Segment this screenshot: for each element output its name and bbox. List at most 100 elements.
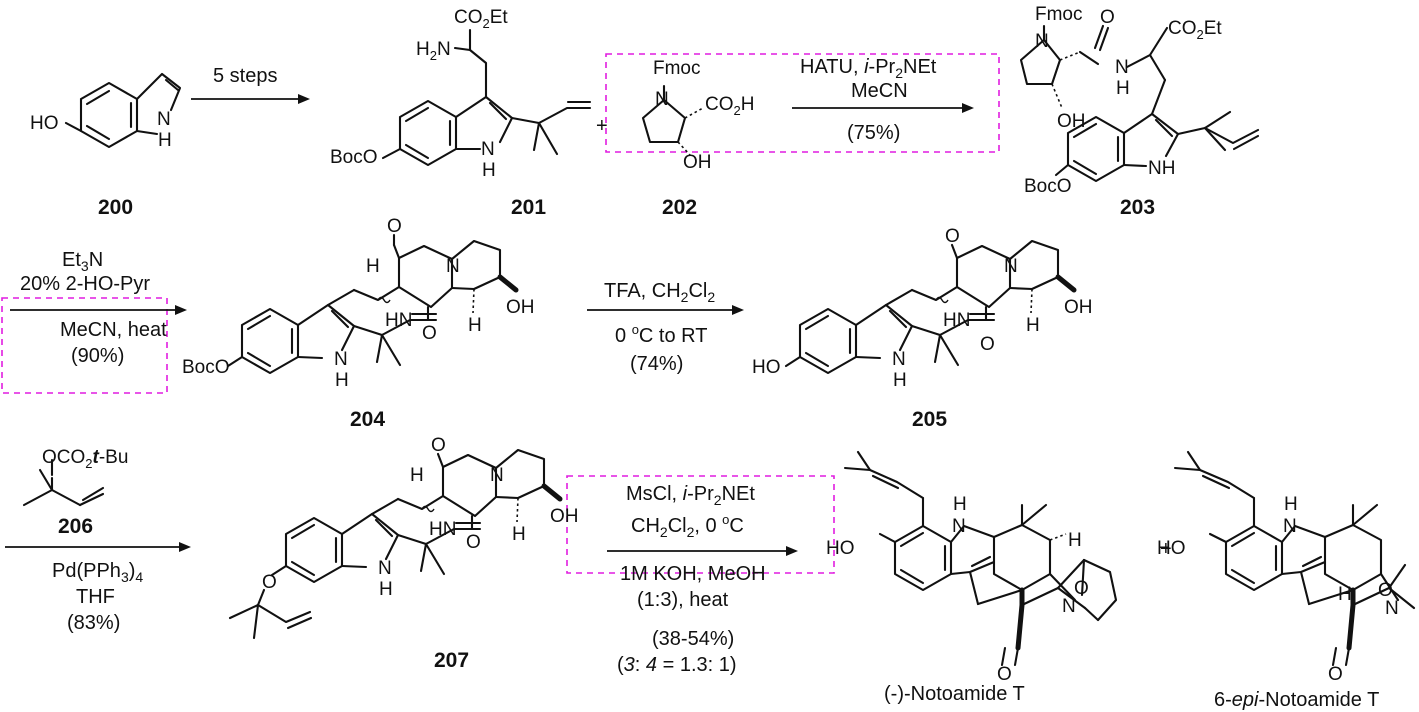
atom-h: H (512, 524, 526, 545)
atom-ho: HO (752, 357, 781, 378)
structure-6-epi-notoamide-t: HO N H H N O O (1157, 450, 1416, 685)
plus-sign-2: + (1160, 538, 1172, 560)
atom-hn: HN (429, 519, 456, 540)
structure-207: H O N HN O H OH O N H (228, 435, 579, 640)
atom-hn: HN (385, 310, 412, 331)
compound-label-206: 206 (58, 515, 93, 538)
atom-o: O (1074, 578, 1089, 599)
atom-hn: HN (943, 310, 970, 331)
atom-co2et: CO2Et (1168, 18, 1222, 42)
atom-oh: OH (506, 297, 535, 318)
atom-h: H (482, 160, 496, 181)
structure-206: OCO2t-Bu (22, 447, 128, 507)
atom-o: O (980, 334, 995, 355)
atom-n: N (378, 558, 392, 579)
atom-n: N (481, 139, 495, 160)
atom-n: N (1385, 598, 1399, 619)
highlight-box-et3n (1, 297, 168, 394)
product-name-6-epi-notoamide-t: 6-epi-Notoamide T (1214, 689, 1379, 711)
atom-oh: OH (1064, 297, 1093, 318)
atom-fmoc: Fmoc (1035, 4, 1083, 25)
atom-oco2tbu: OCO2t-Bu (42, 447, 128, 471)
atom-h: H (366, 256, 380, 277)
structure-205: O N HN O H OH HO N H (752, 226, 1093, 391)
highlight-box-202-hatu (605, 53, 1000, 153)
step-mscl-reagent-3: 1M KOH, MeOH (620, 563, 766, 585)
step-pd-catalyst: Pd(PPh3)4 (52, 560, 143, 585)
atom-o: O (262, 572, 277, 593)
step-tfa-reagent: TFA, CH2Cl2 (604, 280, 715, 305)
product-name-notoamide-t: (-)-Notoamide T (884, 683, 1025, 705)
compound-label-203: 203 (1120, 196, 1155, 219)
atom-o: O (422, 323, 437, 344)
atom-o: O (387, 216, 402, 237)
step-5-steps-label: 5 steps (213, 65, 277, 87)
step-et3n-base: Et3N (62, 249, 103, 274)
step-hatu-solvent: MeCN (851, 80, 908, 102)
step-tfa-temperature: 0 oC to RT (615, 322, 707, 347)
atom-h: H (1338, 584, 1352, 605)
compound-label-207: 207 (434, 649, 469, 672)
step-tfa-yield: (74%) (630, 353, 683, 375)
step-pd-yield: (83%) (67, 612, 120, 634)
compound-label-202: 202 (662, 196, 697, 219)
atom-oh: OH (1057, 111, 1086, 132)
structure-201: H2N CO2Et BocO N H (330, 7, 592, 181)
step-mscl-reagent-1: MsCl, i-Pr2NEt (626, 483, 755, 508)
atom-n: N (1115, 57, 1129, 78)
step-mscl-reagent-2: CH2Cl2, 0 oC (631, 512, 744, 540)
atom-ho: HO (1157, 538, 1186, 559)
step-mscl-ratio: (3: 4 = 1.3: 1) (617, 654, 737, 676)
atom-h: H (379, 579, 393, 600)
compound-label-201: 201 (511, 196, 546, 219)
structure-202: Fmoc N CO2H OH (641, 58, 754, 173)
atom-h: H (335, 370, 349, 391)
atom-co2h: CO2H (705, 94, 754, 118)
plus-sign-1: + (596, 115, 608, 137)
atom-o: O (997, 664, 1012, 685)
structure-notoamide-t: HO N H H N O O (826, 450, 1118, 685)
compound-label-205: 205 (912, 408, 947, 431)
atom-co2et: CO2Et (454, 7, 508, 31)
atom-boco: BocO (1024, 176, 1072, 197)
atom-h2n: H2N (416, 39, 451, 63)
atom-h: H (468, 315, 482, 336)
atom-h: H (953, 494, 967, 515)
atom-nh: NH (1148, 158, 1175, 179)
highlight-box-mscl (566, 475, 835, 574)
atom-n: N (1035, 31, 1049, 52)
step-hatu-reagents: HATU, i-Pr2NEt (800, 56, 937, 81)
atom-n: N (952, 516, 966, 537)
atom-h: H (410, 465, 424, 486)
atom-h: H (1284, 494, 1298, 515)
atom-n: N (157, 109, 171, 130)
step-et3n-conditions: MeCN, heat (60, 319, 167, 341)
atom-o: O (945, 226, 960, 247)
atom-n: N (334, 349, 348, 370)
atom-h: H (1026, 315, 1040, 336)
atom-ho: HO (826, 538, 855, 559)
structure-204: O N H HN O H OH BocO N H (182, 216, 535, 391)
step-et3n-additive: 20% 2-HO-Pyr (20, 273, 150, 295)
atom-o: O (1378, 580, 1393, 601)
step-mscl-conditions: (1:3), heat (637, 589, 729, 611)
atom-n: N (446, 256, 460, 277)
compound-label-200: 200 (98, 196, 133, 219)
atom-h: H (1068, 530, 1082, 551)
step-hatu-yield: (75%) (847, 122, 900, 144)
atom-fmoc: Fmoc (653, 58, 701, 79)
atom-boco: BocO (330, 147, 378, 168)
atom-h: H (1116, 78, 1130, 99)
compound-label-204: 204 (350, 408, 385, 431)
atom-o: O (431, 435, 446, 456)
structure-203: Fmoc N O N H CO2Et OH BocO NH (1019, 4, 1260, 197)
atom-o: O (1328, 664, 1343, 685)
atom-o: O (1100, 7, 1115, 28)
structure-200: HO N H (30, 72, 182, 151)
atom-ho: HO (30, 113, 59, 134)
step-mscl-yield: (38-54%) (652, 628, 734, 650)
atom-o: O (466, 532, 481, 553)
atom-n: N (655, 89, 669, 110)
atom-n: N (490, 465, 504, 486)
